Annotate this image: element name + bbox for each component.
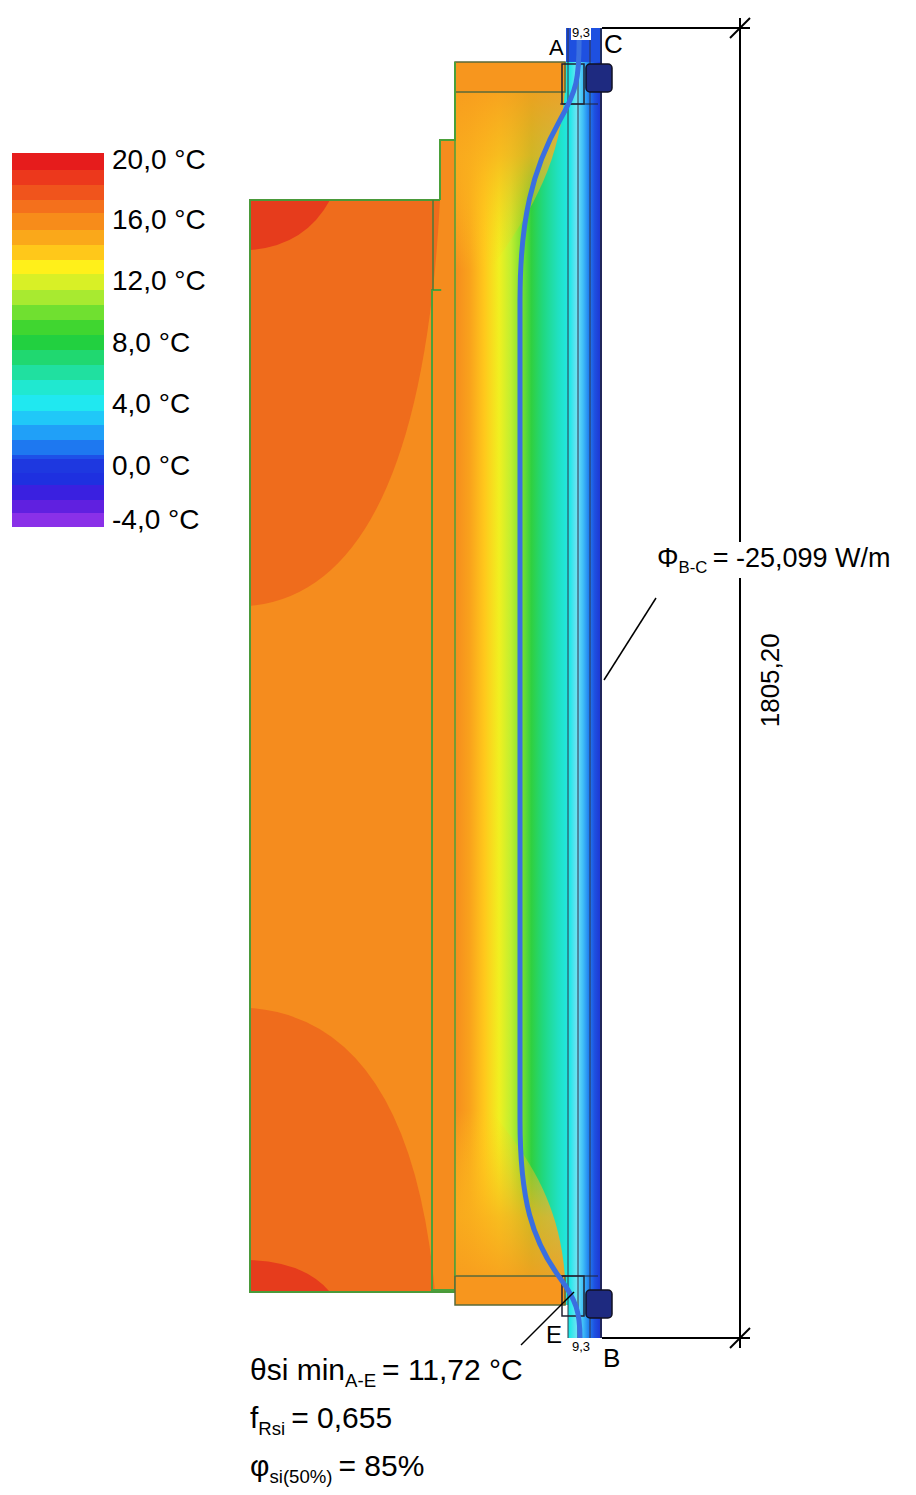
edge-temperature: 9,3	[571, 26, 591, 40]
symbol-text: f	[250, 1401, 258, 1434]
symbol-text: = -25,099 W/m	[713, 543, 891, 573]
temperature-factor-note: fRsi = 0,655	[250, 1400, 392, 1440]
symbol-text: Φ	[657, 543, 679, 573]
legend-swatch	[12, 213, 104, 227]
symbol-text: = 85%	[338, 1449, 424, 1482]
subscript: si(50%)	[269, 1466, 332, 1487]
point-letter: E	[546, 1322, 562, 1348]
point-letter: B	[603, 1344, 620, 1373]
legend-swatch	[12, 397, 104, 411]
legend-swatch	[12, 513, 104, 527]
subscript: B-C	[679, 558, 708, 577]
humidity-note: φsi(50%) = 85%	[250, 1448, 424, 1488]
dimension-line	[602, 18, 750, 1348]
legend-label: 16,0 °C	[112, 205, 206, 236]
legend-label: -4,0 °C	[112, 505, 199, 536]
symbol-text: = 11,72 °C	[382, 1353, 523, 1386]
wall-block	[250, 200, 455, 1292]
symbol-text: φ	[250, 1449, 269, 1482]
min-temperature-note: θsi minA-E = 11,72 °C	[250, 1352, 523, 1392]
legend-swatch	[12, 153, 104, 167]
symbol-text: = 0,655	[291, 1401, 392, 1434]
legend-swatch	[12, 274, 104, 288]
edge-temperature: 9,3	[571, 1340, 591, 1354]
heat-flow-note: ΦB-C = -25,099 W/m	[655, 542, 893, 578]
color-scale	[12, 155, 104, 527]
legend-label: 12,0 °C	[112, 266, 206, 297]
legend-swatch	[12, 459, 104, 473]
symbol-text: θsi min	[250, 1353, 345, 1386]
legend-label: 20,0 °C	[112, 145, 206, 176]
legend-label: 0,0 °C	[112, 451, 190, 482]
legend-swatch	[12, 336, 104, 350]
point-letter: C	[604, 30, 623, 59]
glazing-field	[440, 28, 612, 1338]
point-letter: A	[548, 36, 565, 60]
leader-line	[521, 598, 656, 1345]
legend-label: 8,0 °C	[112, 328, 190, 359]
dimension-value: 1805,20	[756, 633, 785, 727]
subscript: Rsi	[258, 1418, 285, 1439]
legend-label: 4,0 °C	[112, 389, 190, 420]
subscript: A-E	[345, 1370, 376, 1391]
